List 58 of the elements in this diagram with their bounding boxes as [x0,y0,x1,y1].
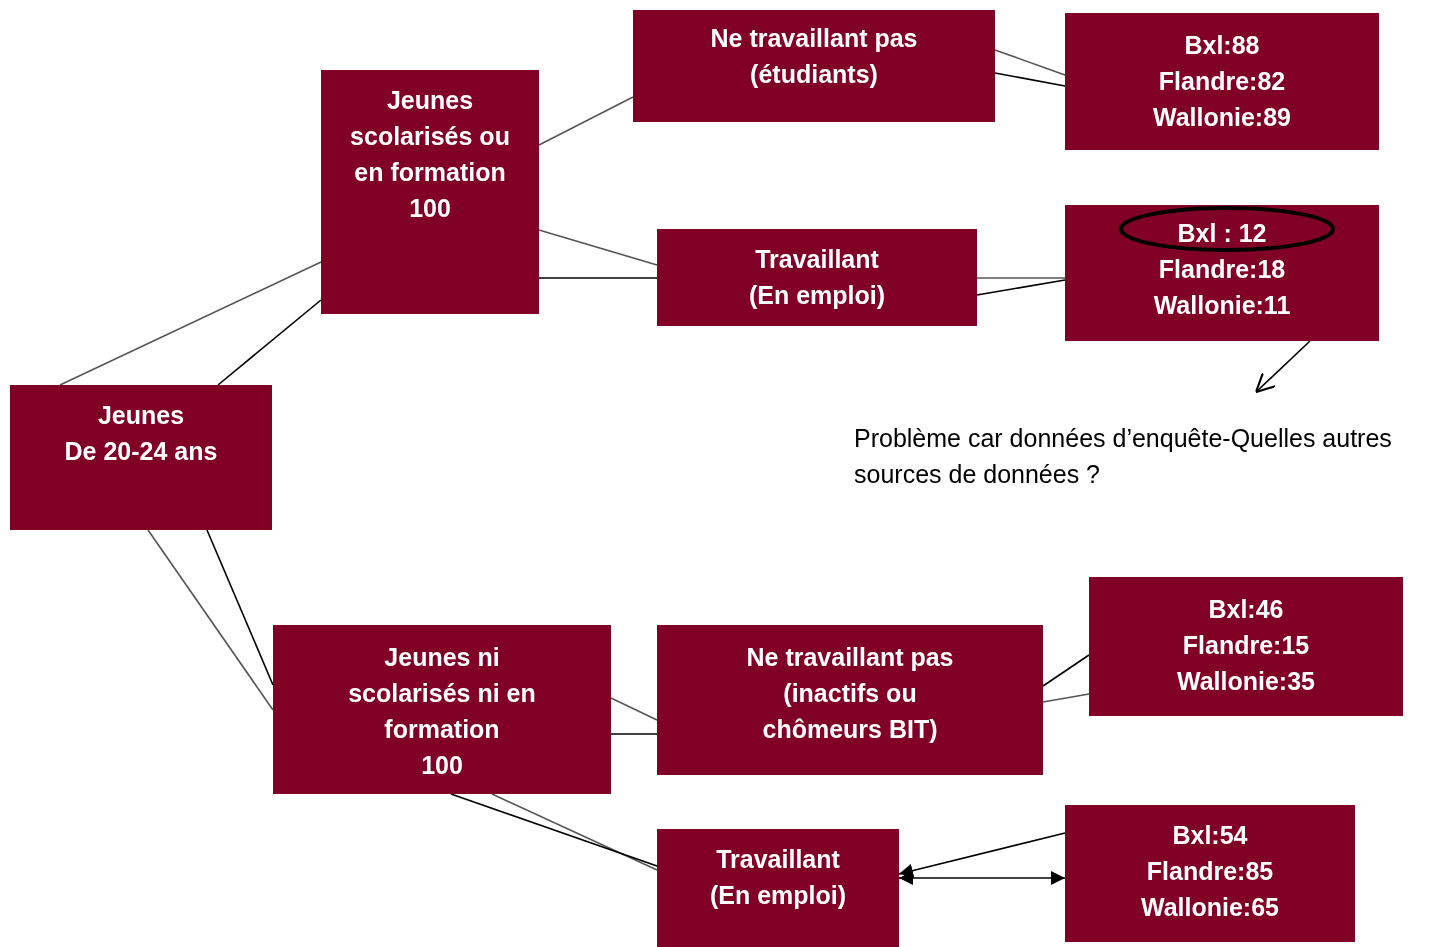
process-box [273,625,611,794]
box-text: Bxl:46 [1208,594,1284,625]
box-text: Flandre:82 [1158,66,1286,97]
connector-line [538,229,658,266]
connector-line [610,733,658,735]
box-text: (étudiants) [750,59,878,90]
box-text: Flandre:85 [1146,856,1274,887]
box-text: Wallonie:89 [1153,102,1291,133]
process-box [1065,805,1355,942]
process-box [657,625,1043,775]
connector-line [610,697,658,721]
note-text: Problème car données d’enquête-Quelles autres sources de données ? [854,420,1439,492]
box-text: Jeunes ni scolarisés ni en formation [347,642,537,745]
process-box [1065,205,1379,341]
box-text: (En emploi) [748,280,886,311]
connector-line [538,277,658,279]
process-box [657,229,977,326]
box-text: Jeunes scolarisés ou en formation [349,85,511,188]
box-text: Bxl:88 [1184,30,1260,61]
box-text: Jeunes [97,400,185,431]
box-text: Wallonie:65 [1141,892,1279,923]
process-box [10,385,272,530]
connector-line [206,529,274,686]
connector-line [491,793,658,871]
process-box [657,829,899,947]
process-box [1065,13,1379,150]
box-text: Travaillant [716,844,840,875]
process-box [321,70,539,314]
connector-line [1042,654,1090,687]
box-text: Ne travaillant pas [746,642,954,673]
box-text: Bxl : 12 [1177,218,1267,249]
box-text: 100 [421,750,463,781]
box-text: Flandre:18 [1158,254,1286,285]
process-box [633,10,995,122]
connector-line [976,279,1066,296]
box-text: Flandre:15 [1182,630,1310,661]
arrow [1254,340,1311,394]
connector-line [1042,693,1090,703]
box-text: Travaillant [755,244,879,275]
box-text: Ne travaillant pas [710,23,918,54]
connector-line [994,49,1066,76]
arrow [898,832,1066,878]
process-box [1089,577,1403,716]
connector-line [994,72,1066,87]
box-text: (inactifs ou chômeurs BIT) [761,678,939,745]
connector-line [450,793,658,867]
connector-line [976,277,1066,279]
box-text: (En emploi) [709,880,847,911]
box-text: Wallonie:11 [1153,290,1291,321]
box-text: Wallonie:35 [1177,666,1315,697]
arrow [898,871,1066,885]
connector-line [59,261,322,386]
box-text: De 20-24 ans [64,436,218,467]
connector-line [147,529,274,711]
box-text: 100 [409,193,451,224]
connector-line [538,96,634,146]
connector-line [217,299,322,386]
box-text: Bxl:54 [1172,820,1248,851]
